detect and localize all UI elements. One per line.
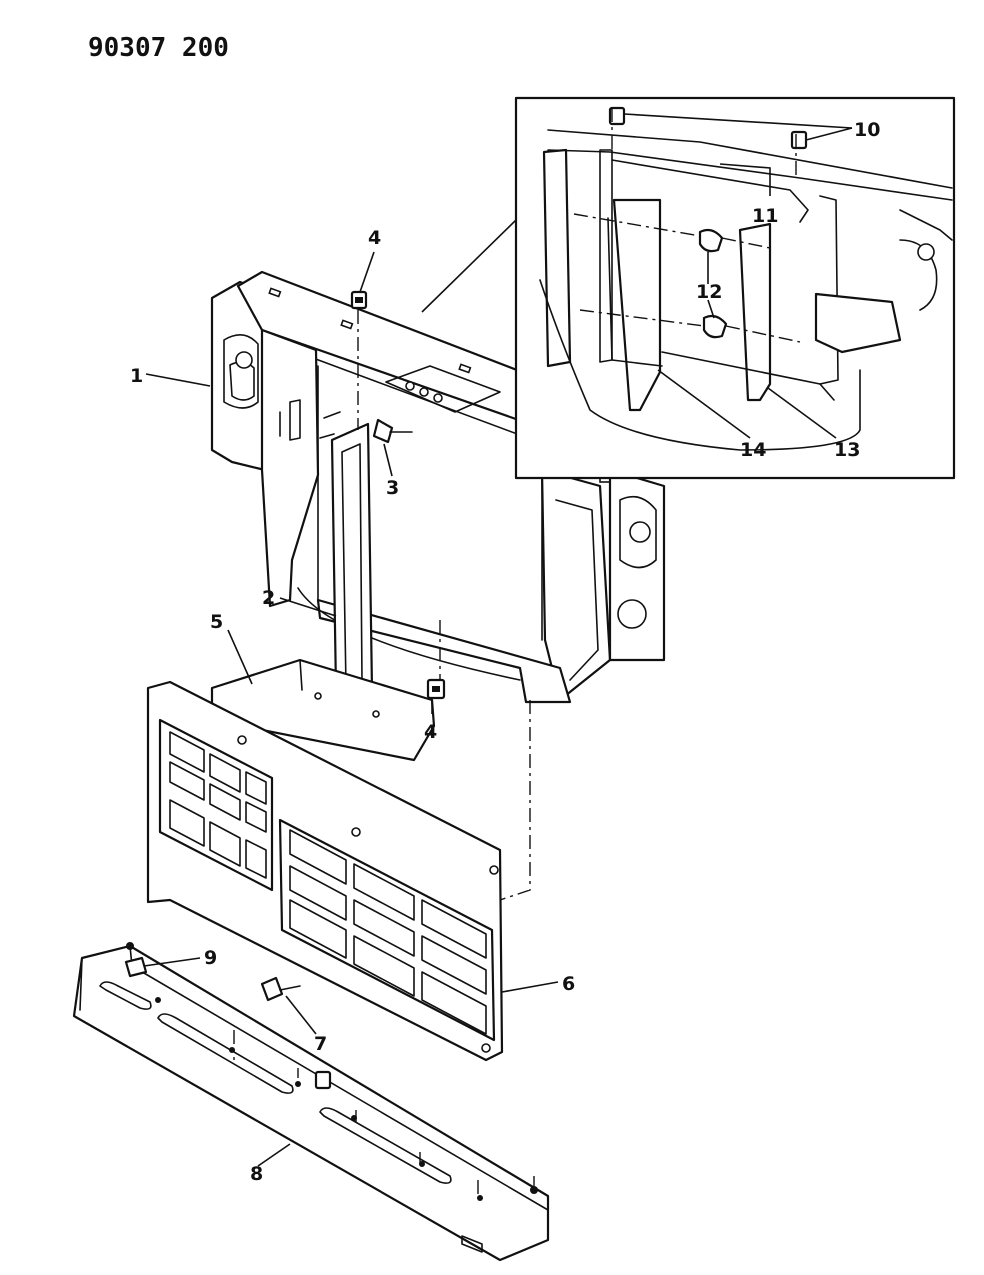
callout-3: 3 [386,477,399,499]
inset-detail [421,96,956,480]
nut-9 [124,956,148,978]
lower-valance [72,942,550,1262]
grille [146,680,504,1062]
callout-5: 5 [210,611,223,633]
clip-nut-upper [350,290,368,310]
grille-screw [260,976,301,1002]
center-support-bracket [319,411,374,702]
callout-4-lower: 4 [424,721,437,743]
clip-nut-lower [426,678,446,700]
assembly-lines [233,310,535,1194]
callout-11: 11 [752,205,778,227]
callout-6: 6 [562,973,575,995]
callout-labels: 1 2 3 4 4 5 6 7 8 9 10 11 12 13 14 [130,119,880,1185]
screw-3 [372,418,413,444]
callout-10: 10 [854,119,880,141]
document-number: 90307 200 [88,33,229,63]
callout-7: 7 [314,1033,327,1055]
callout-14: 14 [740,439,766,461]
callout-8: 8 [250,1163,263,1185]
callout-13: 13 [834,439,860,461]
callout-9: 9 [204,947,217,969]
leader-lines [143,113,853,1167]
callout-1: 1 [130,365,143,387]
callout-2: 2 [262,587,275,609]
callout-4-upper: 4 [368,227,381,249]
callout-12: 12 [696,281,722,303]
